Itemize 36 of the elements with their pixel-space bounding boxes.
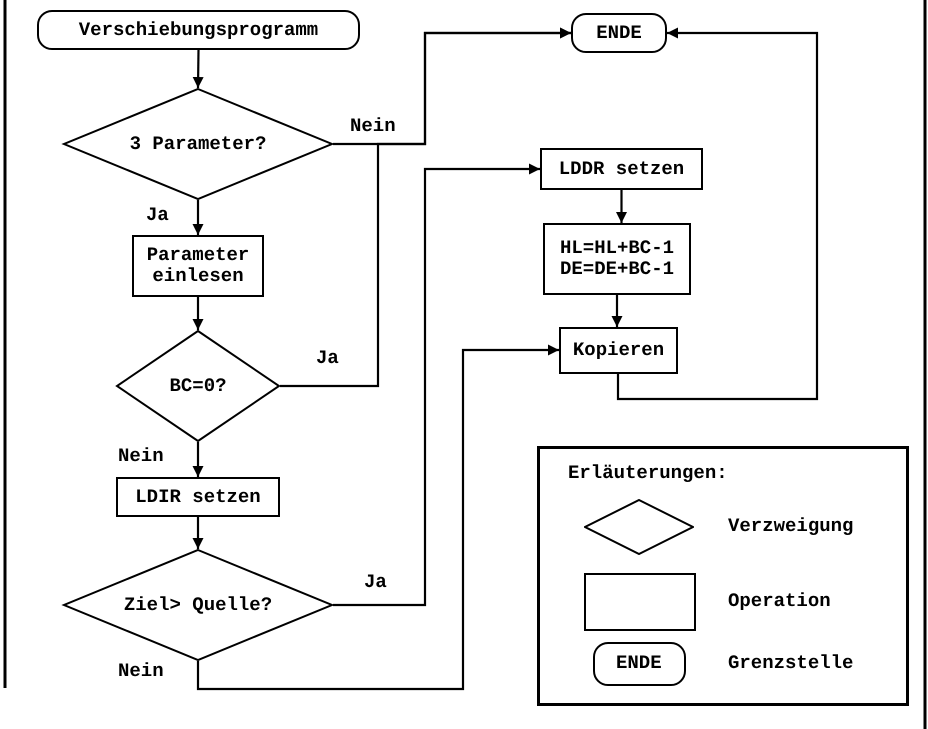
node-label: 3 Parameter? [128, 134, 268, 154]
decision-diamond [63, 549, 333, 661]
legend-text: Verzweigung [728, 516, 854, 537]
arrow [333, 164, 540, 606]
node-label: Verschiebungsprogramm [78, 20, 320, 40]
arrow [192, 50, 204, 88]
node-label: Kopieren [572, 340, 666, 361]
arrow [616, 28, 818, 400]
node-label: Parameter einlesen [146, 245, 250, 287]
node-label: ENDE [595, 22, 643, 44]
process-box [543, 223, 691, 295]
arrow [196, 344, 559, 690]
node-label: LDIR setzen [134, 486, 262, 508]
node-label: LDDR setzen [558, 158, 686, 180]
node-label: HL=HL+BC-1 DE=DE+BC-1 [558, 238, 676, 280]
legend-symbol-label: ENDE [616, 653, 662, 674]
decision-diamond [63, 88, 333, 200]
process-box [132, 235, 264, 297]
arrow [192, 517, 204, 549]
arrow [612, 295, 622, 327]
node-label: Ziel> Quelle? [122, 594, 274, 616]
arrow [192, 200, 204, 235]
node-label: BC=0? [168, 376, 228, 396]
terminal-node [571, 13, 667, 53]
legend-text: Operation [728, 591, 831, 612]
arrow [192, 297, 204, 330]
process-box [540, 148, 703, 190]
decision-diamond [116, 330, 280, 442]
arrow [616, 190, 627, 223]
process-box [559, 327, 678, 374]
legend-text: Grenzstelle [728, 653, 854, 674]
arrow [192, 442, 204, 477]
terminal-node [37, 10, 360, 50]
process-box [116, 477, 280, 517]
arrow [280, 28, 571, 388]
legend-title: Erläuterungen: [568, 463, 728, 484]
